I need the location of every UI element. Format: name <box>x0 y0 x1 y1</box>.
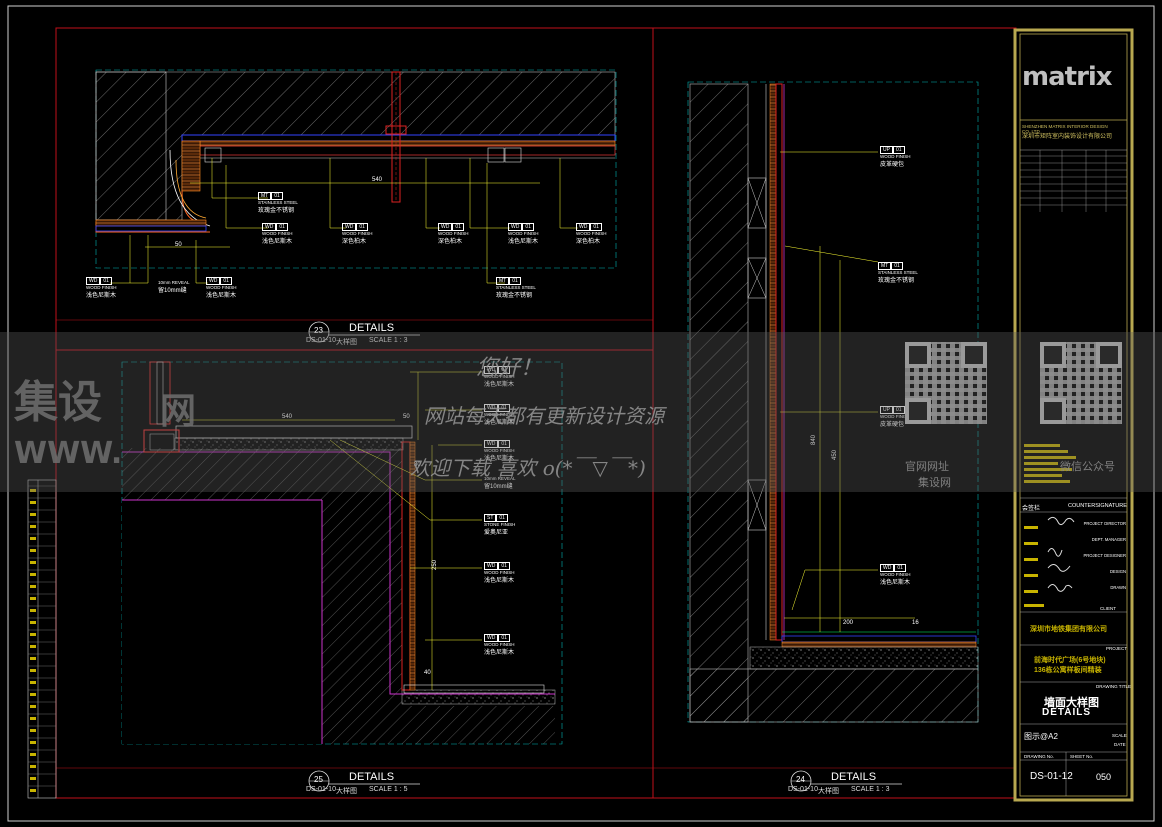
revision-row-mark <box>30 597 36 600</box>
revision-row-mark <box>30 681 36 684</box>
dim-840: 840 <box>811 434 817 445</box>
revision-row-mark <box>30 501 36 504</box>
dim-30: 30 <box>414 462 421 468</box>
title-block <box>1013 28 1134 802</box>
callout-25 <box>308 770 420 792</box>
outer-border <box>7 5 1155 822</box>
revision-row-mark <box>30 777 36 780</box>
revision-row-mark <box>30 741 36 744</box>
dim-50: 50 <box>175 242 182 248</box>
dim-16: 16 <box>912 620 919 626</box>
revision-row-mark <box>30 537 36 540</box>
revision-row-mark <box>30 657 36 660</box>
revision-row-mark <box>30 633 36 636</box>
revision-row-mark <box>30 705 36 708</box>
revision-row-mark <box>30 693 36 696</box>
dim-200: 200 <box>843 620 854 626</box>
revision-strip <box>27 479 57 799</box>
revision-row-mark <box>30 753 36 756</box>
general-notes-bars <box>1024 444 1076 483</box>
revision-row-mark <box>30 525 36 528</box>
revision-row-mark <box>30 609 36 612</box>
revision-row-mark <box>30 573 36 576</box>
signatures <box>1047 516 1075 592</box>
revision-row-mark <box>30 717 36 720</box>
revision-row-mark <box>30 645 36 648</box>
revision-row-mark <box>30 765 36 768</box>
dim-250: 250 <box>432 559 438 570</box>
detail-23-section: 540 50 <box>95 69 617 284</box>
revision-row-mark <box>30 489 36 492</box>
revision-row-mark <box>30 561 36 564</box>
dim-540-b: 540 <box>282 414 293 420</box>
callout-23 <box>308 321 420 343</box>
dim-450: 450 <box>832 449 838 460</box>
revision-row-mark <box>30 513 36 516</box>
detail-25-section: 540 50 30 250 40 <box>121 361 563 745</box>
revision-row-mark <box>30 585 36 588</box>
callout-24 <box>790 770 902 792</box>
revision-row-mark <box>30 789 36 792</box>
dim-540: 540 <box>372 177 383 183</box>
revision-row-mark <box>30 621 36 624</box>
revision-row-mark <box>30 669 36 672</box>
dim-40: 40 <box>424 670 431 676</box>
revision-row-mark <box>30 549 36 552</box>
revision-row-mark <box>30 729 36 732</box>
dim-50-b: 50 <box>403 414 410 420</box>
detail-24-section: 840 450 200 16 <box>687 81 979 723</box>
